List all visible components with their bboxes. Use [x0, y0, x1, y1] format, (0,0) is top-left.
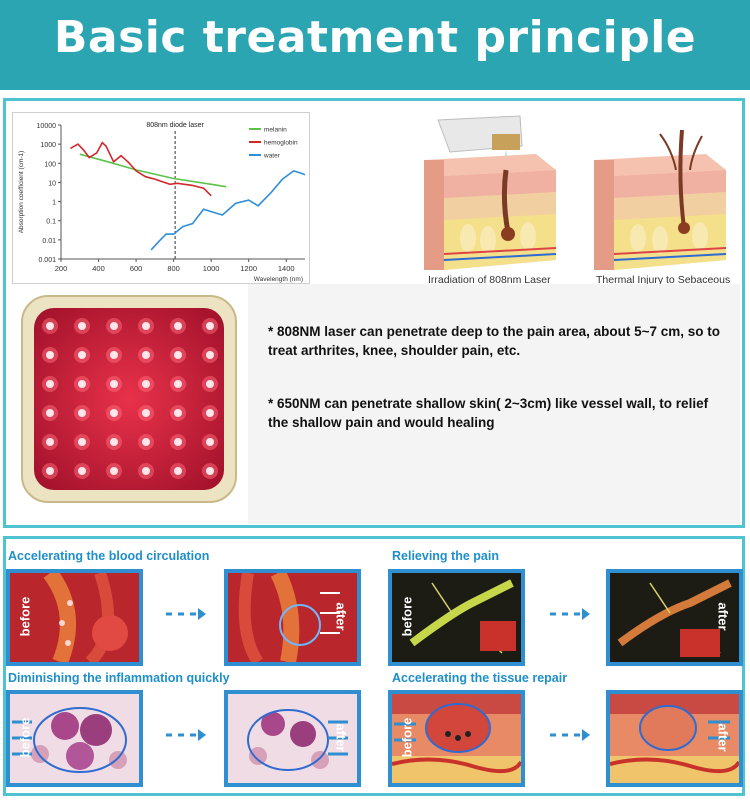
led-dot — [206, 322, 214, 330]
tissue-before-image: before — [388, 690, 525, 787]
effect-title-relieving-pain: Relieving the pain — [392, 549, 499, 563]
pain-before-image: before — [388, 569, 525, 666]
x-tick-label: 600 — [130, 264, 143, 273]
arrow-right-icon — [164, 606, 208, 622]
led-dot — [78, 467, 86, 475]
led-dot — [206, 409, 214, 417]
y-axis-label: Absorption coefficient (cm-1) — [18, 151, 25, 234]
after-label: after — [333, 723, 349, 752]
led-dot — [142, 380, 150, 388]
x-tick-label: 1200 — [240, 264, 257, 273]
led-dot — [78, 351, 86, 359]
before-label: before — [17, 717, 33, 758]
x-tick-label: 1000 — [203, 264, 220, 273]
before-label: before — [17, 596, 33, 637]
chart-title: 808nm diode laser — [146, 122, 204, 129]
led-dot — [142, 351, 150, 359]
led-dot — [46, 409, 54, 417]
y-tick-label: 10000 — [37, 123, 57, 130]
skin-block-left — [424, 154, 557, 270]
led-dot — [142, 467, 150, 475]
caption-irradiation: Irradiation of 808nm Laser — [428, 274, 551, 286]
after-label: after — [715, 602, 731, 631]
arrow-right-icon — [548, 606, 592, 622]
led-dot — [110, 351, 118, 359]
series-line-hemoglobin — [70, 141, 212, 197]
led-dot — [110, 409, 118, 417]
led-dot — [206, 380, 214, 388]
led-dot — [46, 351, 54, 359]
legend-label-melanin: melanin — [264, 127, 287, 134]
led-dot — [174, 467, 182, 475]
y-tick-label: 1000 — [40, 142, 56, 149]
legend-label-water: water — [263, 153, 281, 160]
x-tick-label: 800 — [167, 264, 180, 273]
inflammation-before-image: before — [6, 690, 143, 787]
led-dot — [110, 322, 118, 330]
effect-title-tissue-repair: Accelerating the tissue repair — [392, 671, 568, 685]
laser-panel-device — [14, 290, 246, 512]
effect-title-blood-circulation: Accelerating the blood circulation — [8, 549, 210, 563]
led-dot — [174, 351, 182, 359]
x-tick-label: 1400 — [278, 264, 295, 273]
led-dot — [78, 322, 86, 330]
y-tick-label: 0.1 — [46, 219, 56, 226]
x-tick-label: 200 — [55, 264, 68, 273]
tissue-after-image: after — [606, 690, 743, 787]
effect-title-inflammation: Diminishing the inflammation quickly — [8, 671, 230, 685]
after-label: after — [333, 602, 349, 631]
device-image — [21, 295, 237, 503]
blood-before-image: before — [6, 569, 143, 666]
y-tick-label: 0.01 — [42, 238, 56, 245]
led-dot — [142, 438, 150, 446]
led-dot — [174, 438, 182, 446]
led-dot — [110, 467, 118, 475]
page-title: Basic treatment principle — [53, 12, 697, 63]
x-tick-label: 400 — [92, 264, 105, 273]
after-label: after — [715, 723, 731, 752]
led-dot — [46, 438, 54, 446]
inflammation-after-image: after — [224, 690, 361, 787]
led-dot — [78, 438, 86, 446]
arrow-right-icon — [164, 727, 208, 743]
led-dot — [46, 322, 54, 330]
description-box: * 808NM laser can penetrate deep to the … — [248, 284, 740, 524]
skin-diagram — [424, 115, 727, 270]
x-axis-label: Wavelength (nm) — [254, 276, 303, 283]
led-dot — [46, 380, 54, 388]
skin-illustrations: Irradiation of 808nm Laser Thermal Injur… — [410, 110, 740, 298]
pain-after-image: after — [606, 569, 743, 666]
header-banner: Basic treatment principle — [0, 0, 750, 90]
led-dot — [78, 409, 86, 417]
description-650nm: * 650NM can penetrate shallow skin( 2~3c… — [268, 396, 709, 430]
y-tick-label: 10 — [48, 180, 56, 187]
legend-label-hemoglobin: hemoglobin — [264, 140, 298, 147]
led-dot — [206, 351, 214, 359]
led-dot — [142, 409, 150, 417]
before-label: before — [399, 596, 415, 637]
led-dot — [110, 380, 118, 388]
led-dot — [174, 409, 182, 417]
y-tick-label: 100 — [44, 161, 56, 168]
series-line-water — [150, 170, 306, 251]
led-dot — [142, 322, 150, 330]
y-tick-label: 0.001 — [38, 257, 56, 264]
led-dot — [78, 380, 86, 388]
description-808nm: * 808NM laser can penetrate deep to the … — [268, 324, 721, 358]
led-dot — [174, 380, 182, 388]
series-line-melanin — [79, 153, 227, 188]
led-dot — [110, 438, 118, 446]
led-dot — [174, 322, 182, 330]
blood-after-image: after — [224, 569, 361, 666]
arrow-right-icon — [548, 727, 592, 743]
led-dot — [206, 438, 214, 446]
y-tick-label: 1 — [52, 200, 56, 207]
led-dot — [206, 467, 214, 475]
before-label: before — [399, 717, 415, 758]
led-grid — [42, 318, 218, 479]
skin-block-right — [594, 129, 727, 270]
led-dot — [46, 467, 54, 475]
